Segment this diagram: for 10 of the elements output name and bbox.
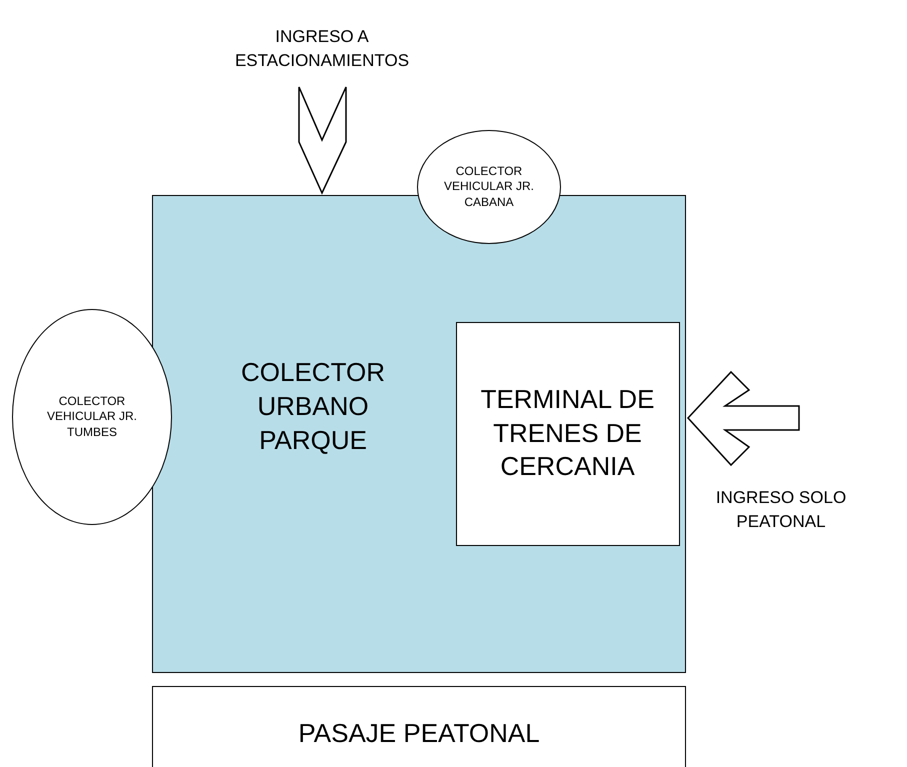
node-label: PASAJE PEATONAL bbox=[298, 717, 540, 750]
park-area bbox=[152, 195, 686, 673]
entry-label: INGRESO A ESTACIONAMIENTOS bbox=[234, 26, 410, 72]
node-label: COLECTOR VEHICULAR JR. CABANA bbox=[442, 164, 535, 210]
terminal-box bbox=[456, 322, 680, 546]
node-label: COLECTOR VEHICULAR JR. TUMBES bbox=[46, 394, 138, 440]
entry-label: INGRESO SOLO PEATONAL bbox=[714, 487, 848, 533]
walkway-box bbox=[152, 686, 686, 767]
node-label: COLECTOR URBANO PARQUE bbox=[240, 356, 386, 457]
node-label: TERMINAL DE TRENES DE CERCANIA bbox=[480, 382, 656, 484]
